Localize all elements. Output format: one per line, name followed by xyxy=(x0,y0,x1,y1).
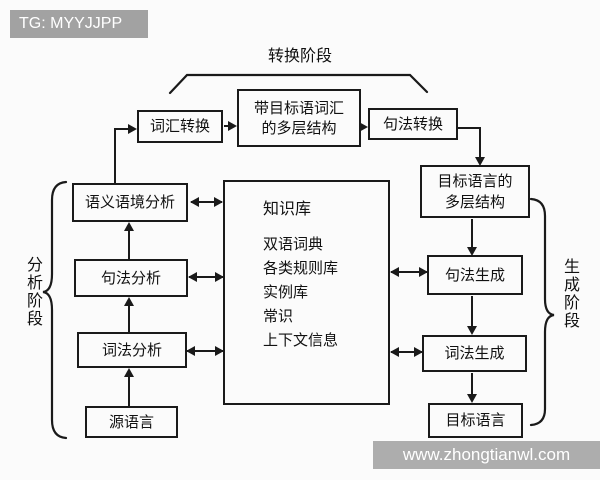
phase-label-analysis: 分析阶段 xyxy=(24,256,43,328)
box-target-language: 目标语言 xyxy=(428,403,523,438)
box-lexical-transfer-label: 词汇转换 xyxy=(149,117,210,136)
knowledge-base-list: 双语词典 各类规则库 实例库 常识 上下文信息 xyxy=(263,232,338,352)
darrow-lexical-analysis-kb xyxy=(186,346,224,356)
arrow-syntactic-to-semantic-line xyxy=(128,230,130,260)
arrowhead-into-syntactic-transfer xyxy=(359,122,368,132)
box-syntactic-analysis-label: 句法分析 xyxy=(100,268,161,287)
darrow-syntactic-analysis-kb xyxy=(188,272,224,282)
tag-badge-text: TG: MYYJJPP xyxy=(19,15,123,32)
arrowhead-into-syntactic-analysis xyxy=(124,297,134,306)
arrowhead-into-target-multilayer xyxy=(475,157,485,166)
arrowhead-into-semantic-analysis xyxy=(124,222,134,231)
box-target-multilayer: 目标语言的 多层结构 xyxy=(420,165,530,218)
box-knowledge-base: 知识库 双语词典 各类规则库 实例库 常识 上下文信息 xyxy=(223,180,390,405)
analysis-phase-brace xyxy=(42,180,68,440)
arrow-source-to-lexical-line xyxy=(128,376,130,407)
arrow-lexical-to-syntactic-line xyxy=(128,305,130,333)
arrowhead-into-multilayer xyxy=(228,121,237,131)
box-lexical-analysis: 词法分析 xyxy=(77,332,187,368)
generation-phase-brace xyxy=(529,197,555,427)
box-semantic-context-analysis: 语义语境分析 xyxy=(72,183,188,222)
kb-item-bilingual-dictionary: 双语词典 xyxy=(263,235,324,253)
arrow-lexical-generation-to-target-language-line xyxy=(471,373,473,395)
kb-item-example-base: 实例库 xyxy=(263,283,309,301)
box-syntactic-analysis: 句法分析 xyxy=(74,259,188,297)
box-syntactic-transfer: 句法转换 xyxy=(368,108,458,140)
box-lexical-transfer: 词汇转换 xyxy=(137,110,223,143)
arrow-target-multilayer-to-syntactic-generation-line xyxy=(471,219,473,248)
box-target-language-label: 目标语言 xyxy=(445,411,506,430)
kb-item-rule-bases: 各类规则库 xyxy=(263,259,339,277)
box-syntactic-transfer-label: 句法转换 xyxy=(382,114,443,133)
arrow-syntactic-transfer-elbow-hline xyxy=(458,127,481,129)
arrowhead-into-lexical-analysis xyxy=(124,368,134,377)
arrowhead-into-lexical-transfer xyxy=(128,124,137,134)
box-syntactic-generation-label: 句法生成 xyxy=(444,265,505,284)
box-lexical-generation-label: 词法生成 xyxy=(444,344,505,363)
box-syntactic-generation: 句法生成 xyxy=(427,255,523,295)
darrow-semantic-kb xyxy=(190,197,223,207)
knowledge-base-title: 知识库 xyxy=(263,199,312,218)
arrow-syntactic-generation-to-lexical-generation-line xyxy=(471,296,473,327)
phase-label-generation: 生成阶段 xyxy=(561,258,580,330)
box-target-multilayer-line2: 多层结构 xyxy=(444,192,505,211)
kb-item-common-sense: 常识 xyxy=(263,307,294,325)
box-multilayer-with-target-lexicon-line2: 的多层结构 xyxy=(261,119,337,137)
box-lexical-generation: 词法生成 xyxy=(422,335,527,372)
darrow-kb-lexical-generation xyxy=(390,347,423,357)
arrowhead-into-syntactic-generation xyxy=(467,247,477,256)
arrowhead-into-lexical-generation xyxy=(467,326,477,335)
box-target-multilayer-line1: 目标语言的 xyxy=(437,172,513,191)
arrow-semantic-to-lexical-transfer-vline xyxy=(114,130,116,185)
box-lexical-analysis-label: 词法分析 xyxy=(101,340,162,359)
box-multilayer-with-target-lexicon: 带目标语词汇 的多层结构 xyxy=(237,89,361,147)
arrow-syntactic-transfer-elbow-vline xyxy=(479,127,481,158)
phase-label-transfer: 转换阶段 xyxy=(267,46,332,65)
tag-badge: TG: MYYJJPP xyxy=(10,10,148,38)
box-source-language-label: 源语言 xyxy=(108,412,154,431)
box-semantic-context-analysis-label: 语义语境分析 xyxy=(84,193,175,212)
darrow-kb-syntactic-generation xyxy=(390,267,428,277)
arrow-lexical-transfer-to-multilayer-line xyxy=(224,125,230,127)
kb-item-context-info: 上下文信息 xyxy=(263,331,339,349)
box-multilayer-with-target-lexicon-line1: 带目标语词汇 xyxy=(253,98,344,117)
watermark-bar: www.zhongtianwl.com xyxy=(373,441,600,469)
box-source-language: 源语言 xyxy=(85,406,178,438)
watermark-text: www.zhongtianwl.com xyxy=(402,445,571,464)
arrowhead-into-target-language xyxy=(467,394,477,403)
arrow-semantic-to-lexical-transfer-hline xyxy=(114,128,129,130)
